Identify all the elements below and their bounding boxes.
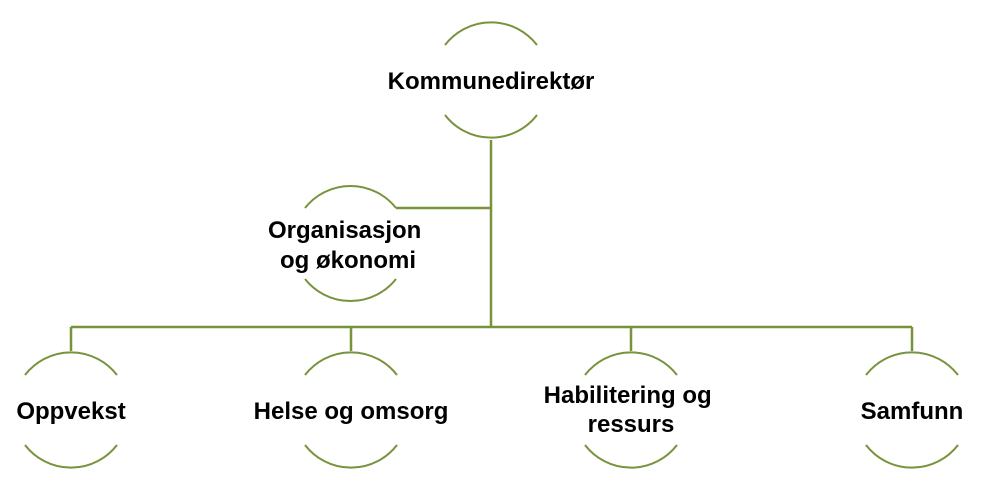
node-samfunn-arc-bottom [865, 444, 959, 469]
node-habilitering-label: Habilitering og ressurs [544, 382, 719, 438]
node-oppvekst-arc-top [24, 351, 118, 376]
node-organisasjon-arc-bottom [304, 278, 397, 302]
node-helse-label: Helse og omsorg [254, 398, 449, 425]
node-kommunedirektor-label: Kommunedirektør [388, 68, 595, 95]
node-helse-label-line-1: Helse og omsorg [254, 398, 449, 425]
node-habilitering-arc-bottom [584, 444, 678, 469]
node-organisasjon-label-line-1: Organisasjon [268, 217, 421, 244]
node-kommunedirektor: Kommunedirektør [388, 21, 595, 139]
node-habilitering-arc-top [584, 351, 678, 376]
node-oppvekst-arc-bottom [24, 444, 118, 469]
node-kommunedirektor-arc-top [444, 21, 538, 46]
node-oppvekst-label-line-1: Oppvekst [16, 398, 125, 425]
connectors [69, 140, 914, 351]
node-habilitering-og-ressurs: Habilitering og ressurs [544, 351, 719, 469]
node-kommunedirektor-arc-bottom [444, 114, 538, 139]
node-organisasjon-arc-top [304, 185, 397, 209]
node-organisasjon-label-line-2: og økonomi [280, 247, 416, 274]
node-oppvekst-label: Oppvekst [16, 398, 125, 425]
node-samfunn: Samfunn [861, 351, 964, 469]
node-habilitering-label-line-2: ressurs [588, 411, 675, 438]
node-habilitering-label-line-1: Habilitering og [544, 382, 712, 409]
node-samfunn-arc-top [865, 351, 959, 376]
node-organisasjon-label: Organisasjon og økonomi [268, 217, 428, 274]
node-helse-arc-bottom [304, 444, 398, 469]
node-kommunedirektor-label-line-1: Kommunedirektør [388, 68, 595, 95]
node-samfunn-label: Samfunn [861, 398, 964, 425]
node-helse-og-omsorg: Helse og omsorg [254, 351, 449, 469]
node-helse-arc-top [304, 351, 398, 376]
node-organisasjon-og-okonomi: Organisasjon og økonomi [268, 185, 428, 302]
node-samfunn-label-line-1: Samfunn [861, 398, 964, 425]
node-oppvekst: Oppvekst [16, 351, 126, 469]
